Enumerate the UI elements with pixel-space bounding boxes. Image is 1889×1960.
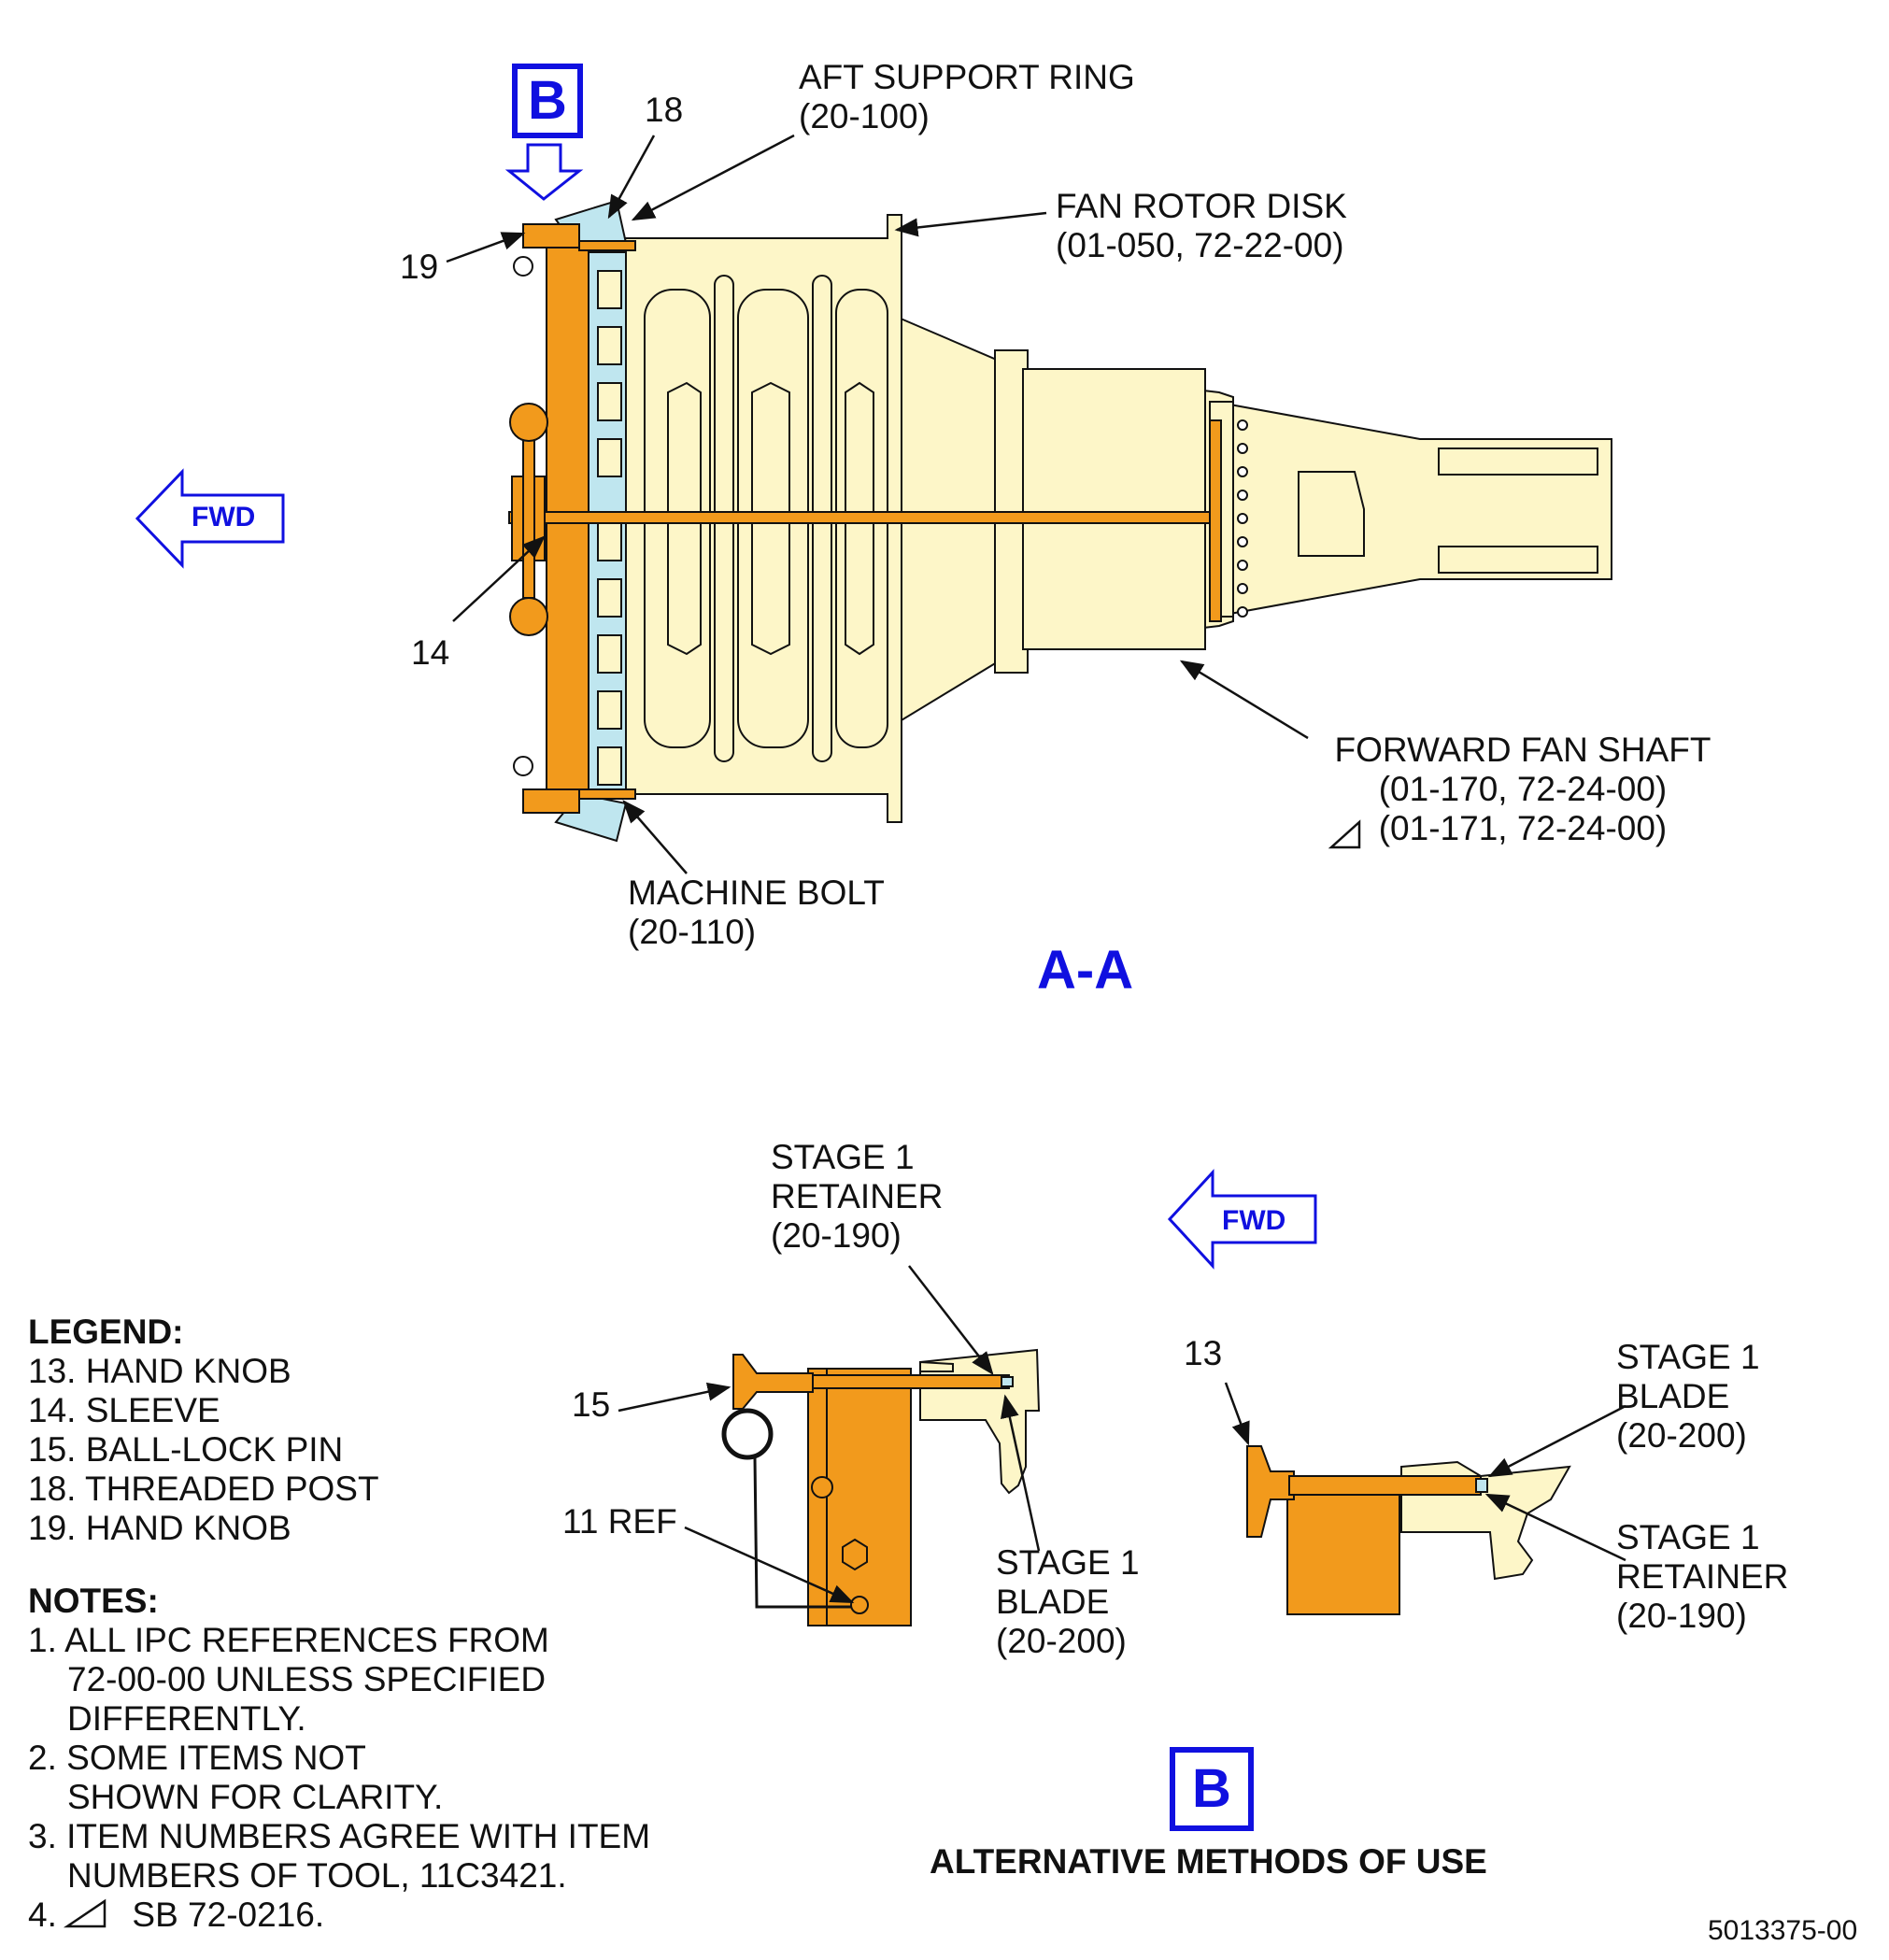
- right-retainer-line2: RETAINER: [1616, 1557, 1789, 1596]
- left-blade-ref: (20-200): [996, 1622, 1127, 1660]
- callout-14: 14: [411, 633, 450, 672]
- callout-11-ref: 11 REF: [562, 1502, 677, 1541]
- view-b-marker: B: [1170, 1747, 1254, 1831]
- legend: LEGEND: 13. HAND KNOB 14. SLEEVE 15. BAL…: [28, 1313, 379, 1548]
- legend-item: 19. HAND KNOB: [28, 1509, 291, 1547]
- aa-leader-lines: [446, 134, 1309, 874]
- effectivity-flag-icon: [1328, 819, 1361, 849]
- right-retainer-ref: (20-190): [1616, 1597, 1747, 1635]
- note-line: 2. SOME ITEMS NOT: [28, 1739, 366, 1777]
- notes-heading: NOTES:: [28, 1582, 159, 1620]
- note4-flag-icon: [63, 1898, 107, 1928]
- right-blade-line1: STAGE 1: [1616, 1338, 1760, 1376]
- forward-fan-shaft-name: FORWARD FAN SHAFT: [1334, 731, 1711, 769]
- left-blade-line2: BLADE: [996, 1583, 1110, 1621]
- forward-fan-shaft-ref1: (01-170, 72-24-00): [1378, 770, 1668, 808]
- right-blade-line2: BLADE: [1616, 1377, 1730, 1415]
- aft-support-ring-label: AFT SUPPORT RING (20-100): [799, 58, 1135, 136]
- notes: NOTES: 1. ALL IPC REFERENCES FROM 72-00-…: [28, 1582, 650, 1935]
- view-b-caption: ALTERNATIVE METHODS OF USE: [930, 1842, 1487, 1881]
- left-retainer-line2: RETAINER: [771, 1177, 944, 1215]
- forward-fan-shaft-ref2: (01-171, 72-24-00): [1378, 809, 1668, 847]
- note-4-text: SB 72-0216.: [132, 1896, 325, 1934]
- left-blade-label: STAGE 1 BLADE (20-200): [996, 1543, 1140, 1661]
- view-b-right-leaders: [1224, 1382, 1626, 1562]
- note-line: SHOWN FOR CLARITY.: [67, 1778, 444, 1816]
- aft-support-ring-name: AFT SUPPORT RING: [799, 58, 1135, 96]
- machine-bolt-label: MACHINE BOLT (20-110): [628, 873, 885, 952]
- legend-item: 14. SLEEVE: [28, 1391, 220, 1429]
- tool-block-right: [1286, 1492, 1400, 1615]
- view-b-left-drawing: [721, 1348, 1041, 1626]
- view-b-left-leaders: [618, 1265, 1041, 1604]
- note-line: DIFFERENTLY.: [67, 1699, 306, 1738]
- left-retainer-ref: (20-190): [771, 1216, 902, 1255]
- section-aa-drawing: [508, 199, 1612, 843]
- hand-knob-top: [509, 403, 548, 442]
- forward-fan-shaft-label: FORWARD FAN SHAFT (01-170, 72-24-00) (01…: [1317, 731, 1728, 848]
- right-retainer-line1: STAGE 1: [1616, 1518, 1760, 1556]
- legend-item: 15. BALL-LOCK PIN: [28, 1430, 344, 1469]
- right-blade-ref: (20-200): [1616, 1416, 1747, 1455]
- legend-item: 18. THREADED POST: [28, 1470, 379, 1508]
- drawing-number: 5013375-00: [1708, 1915, 1858, 1946]
- legend-item: 13. HAND KNOB: [28, 1352, 291, 1390]
- machine-bolt-ref: (20-110): [628, 913, 757, 951]
- hand-knob-bottom: [509, 597, 548, 636]
- note-line: 4. SB 72-0216.: [28, 1896, 650, 1935]
- left-retainer-label: STAGE 1 RETAINER (20-190): [771, 1138, 943, 1256]
- section-aa-title: A-A: [1037, 940, 1134, 1001]
- fwd-label-aa: FWD: [192, 502, 256, 533]
- callout-15: 15: [572, 1385, 611, 1424]
- note-line: NUMBERS OF TOOL, 11C3421.: [67, 1856, 567, 1895]
- view-b-arrow-icon: [504, 143, 584, 201]
- fwd-arrow-icon: [135, 468, 285, 569]
- fan-rotor-disk-ref: (01-050, 72-22-00): [1056, 226, 1344, 264]
- right-retainer-label: STAGE 1 RETAINER (20-190): [1616, 1518, 1788, 1636]
- note-4-number: 4.: [28, 1896, 57, 1934]
- note-line: 72-00-00 UNLESS SPECIFIED: [67, 1660, 547, 1698]
- left-retainer-line1: STAGE 1: [771, 1138, 915, 1176]
- view-b-right-drawing: [1246, 1445, 1571, 1615]
- fan-rotor-disk-name: FAN ROTOR DISK: [1056, 187, 1347, 225]
- note-line: 3. ITEM NUMBERS AGREE WITH ITEM: [28, 1817, 651, 1855]
- left-blade-line1: STAGE 1: [996, 1543, 1140, 1582]
- tool-rod: [508, 511, 1215, 524]
- fwd-arrow-b-icon: [1167, 1169, 1317, 1270]
- aft-support-ring-ref: (20-100): [799, 97, 930, 135]
- callout-19: 19: [400, 248, 439, 286]
- view-b-marker-top: B: [512, 64, 583, 138]
- forward-fan-shaft-tube: [1214, 400, 1612, 618]
- machine-bolt-name: MACHINE BOLT: [628, 873, 885, 912]
- ball-lock-ring: [721, 1408, 774, 1460]
- note-line: 1. ALL IPC REFERENCES FROM: [28, 1621, 549, 1659]
- callout-13: 13: [1184, 1334, 1223, 1372]
- fwd-label-b: FWD: [1222, 1205, 1286, 1236]
- right-blade-label: STAGE 1 BLADE (20-200): [1616, 1338, 1760, 1456]
- bolt-hole-ring: [1237, 419, 1248, 618]
- legend-heading: LEGEND:: [28, 1313, 184, 1351]
- callout-18: 18: [645, 91, 684, 129]
- fan-rotor-disk-label: FAN ROTOR DISK (01-050, 72-22-00): [1056, 187, 1347, 265]
